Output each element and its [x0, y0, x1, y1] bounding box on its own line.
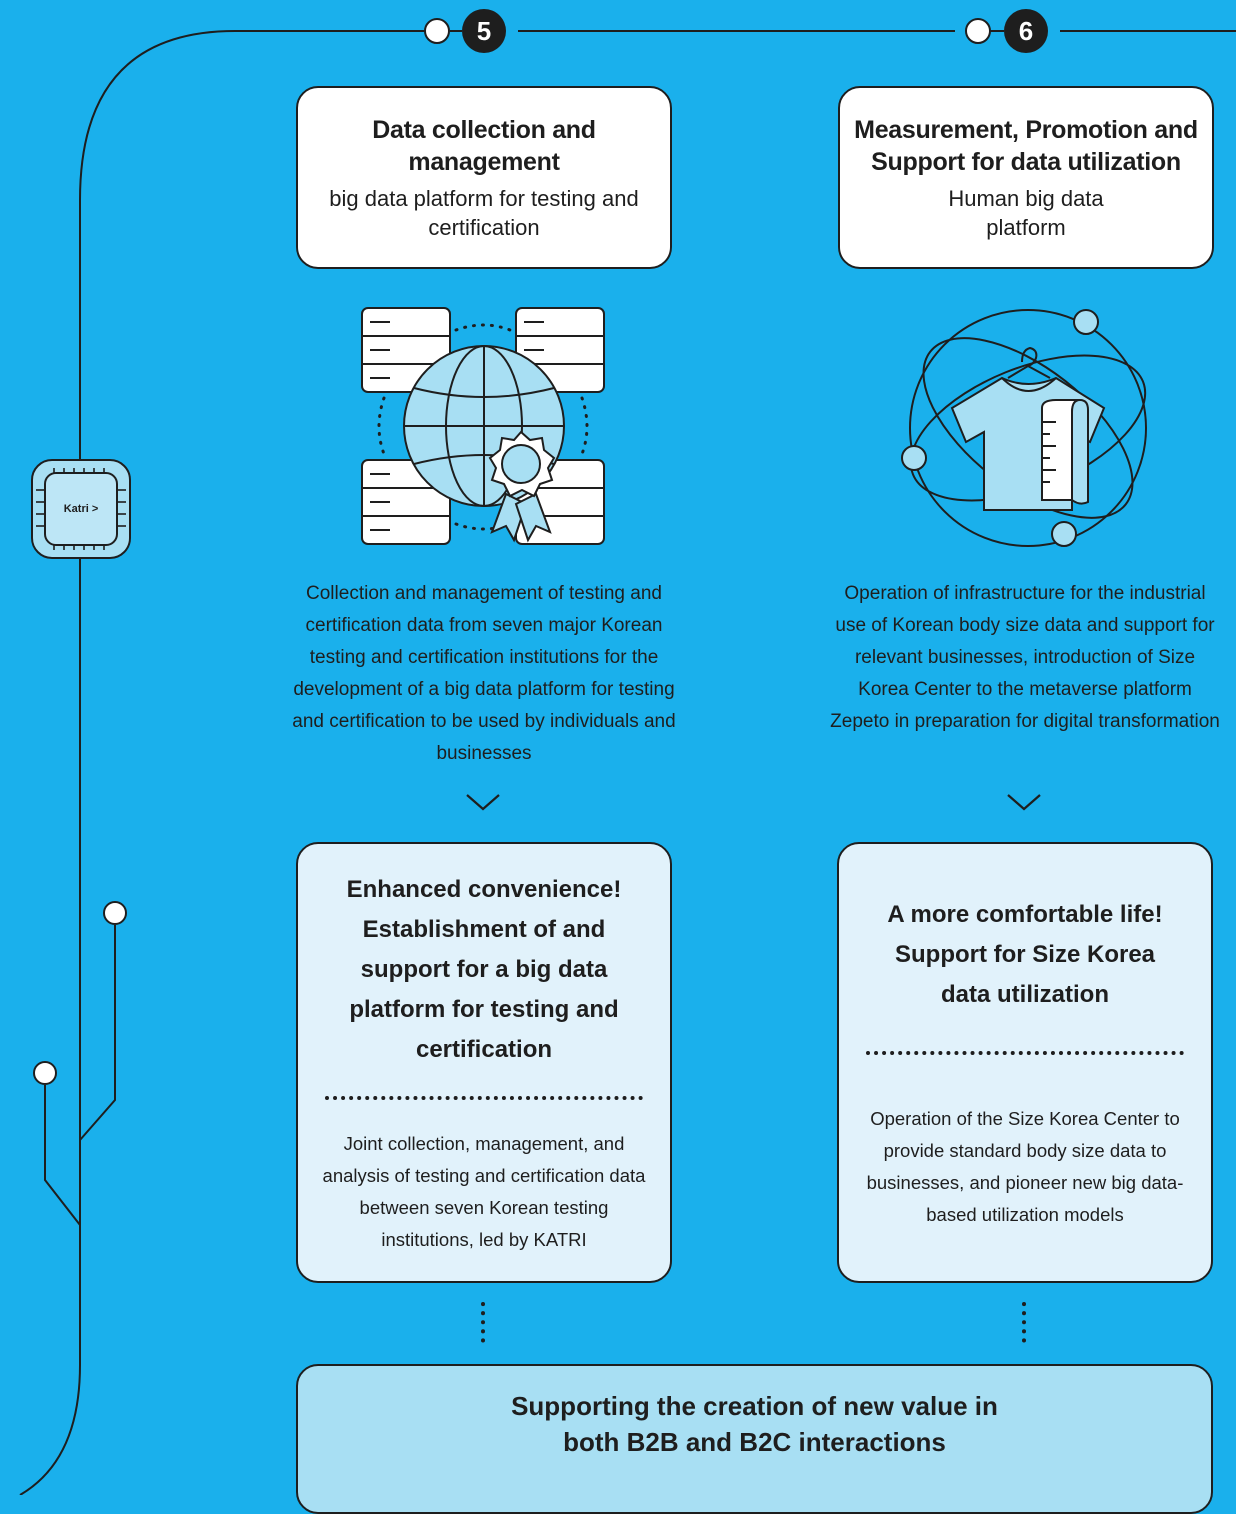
step-number-5: 5 [462, 9, 506, 53]
dotted-connector [481, 1302, 485, 1344]
globe-certificate-servers-icon [361, 307, 605, 545]
branch-line-1 [79, 925, 116, 1141]
step-5-description: Collection and management of testing and… [292, 583, 676, 764]
katri-chip[interactable]: Katri > [44, 472, 118, 546]
step-5-subtitle: big data platform for testing and certif… [329, 185, 639, 240]
chevron-down-icon [1007, 794, 1041, 811]
step-number-6: 6 [1004, 9, 1048, 53]
node-circle [965, 18, 991, 44]
step-6-header-box: Measurement, Promotion and Support for d… [838, 86, 1214, 269]
dotted-divider [325, 1095, 643, 1100]
step-6-result-text: Operation of the Size Korea Center to pr… [866, 1107, 1184, 1225]
bottom-summary-box: Supporting the creation of new value in … [296, 1364, 1213, 1514]
node-circle [424, 18, 450, 44]
step-6-description: Operation of infrastructure for the indu… [830, 583, 1220, 732]
step-6-result-title: A more comfortable life! Support for Siz… [887, 900, 1163, 1008]
dotted-connector [1022, 1302, 1026, 1344]
chevron-down-icon [466, 794, 500, 811]
bottom-summary-title: Supporting the creation of new value in … [511, 1391, 998, 1457]
branch-line-2 [44, 1085, 81, 1226]
tshirt-measure-orbit-icon [901, 309, 1147, 547]
main-track-line [19, 30, 425, 1495]
step-6-result-box: A more comfortable life! Support for Siz… [837, 842, 1213, 1283]
step-5-header-box: Data collection and management big data … [296, 86, 672, 269]
node-circle [33, 1061, 57, 1085]
step-5-result-text: Joint collection, management, and analys… [322, 1132, 646, 1250]
step-5-result-box: Enhanced convenience! Establishment of a… [296, 842, 672, 1283]
step-6-title: Measurement, Promotion and Support for d… [854, 115, 1198, 176]
step-5-result-title: Enhanced convenience! Establishment of a… [346, 875, 622, 1063]
step-5-title: Data collection and management [372, 115, 596, 176]
node-circle [103, 901, 127, 925]
dotted-divider [866, 1050, 1184, 1055]
step-6-subtitle: Human big data platform [948, 185, 1104, 240]
